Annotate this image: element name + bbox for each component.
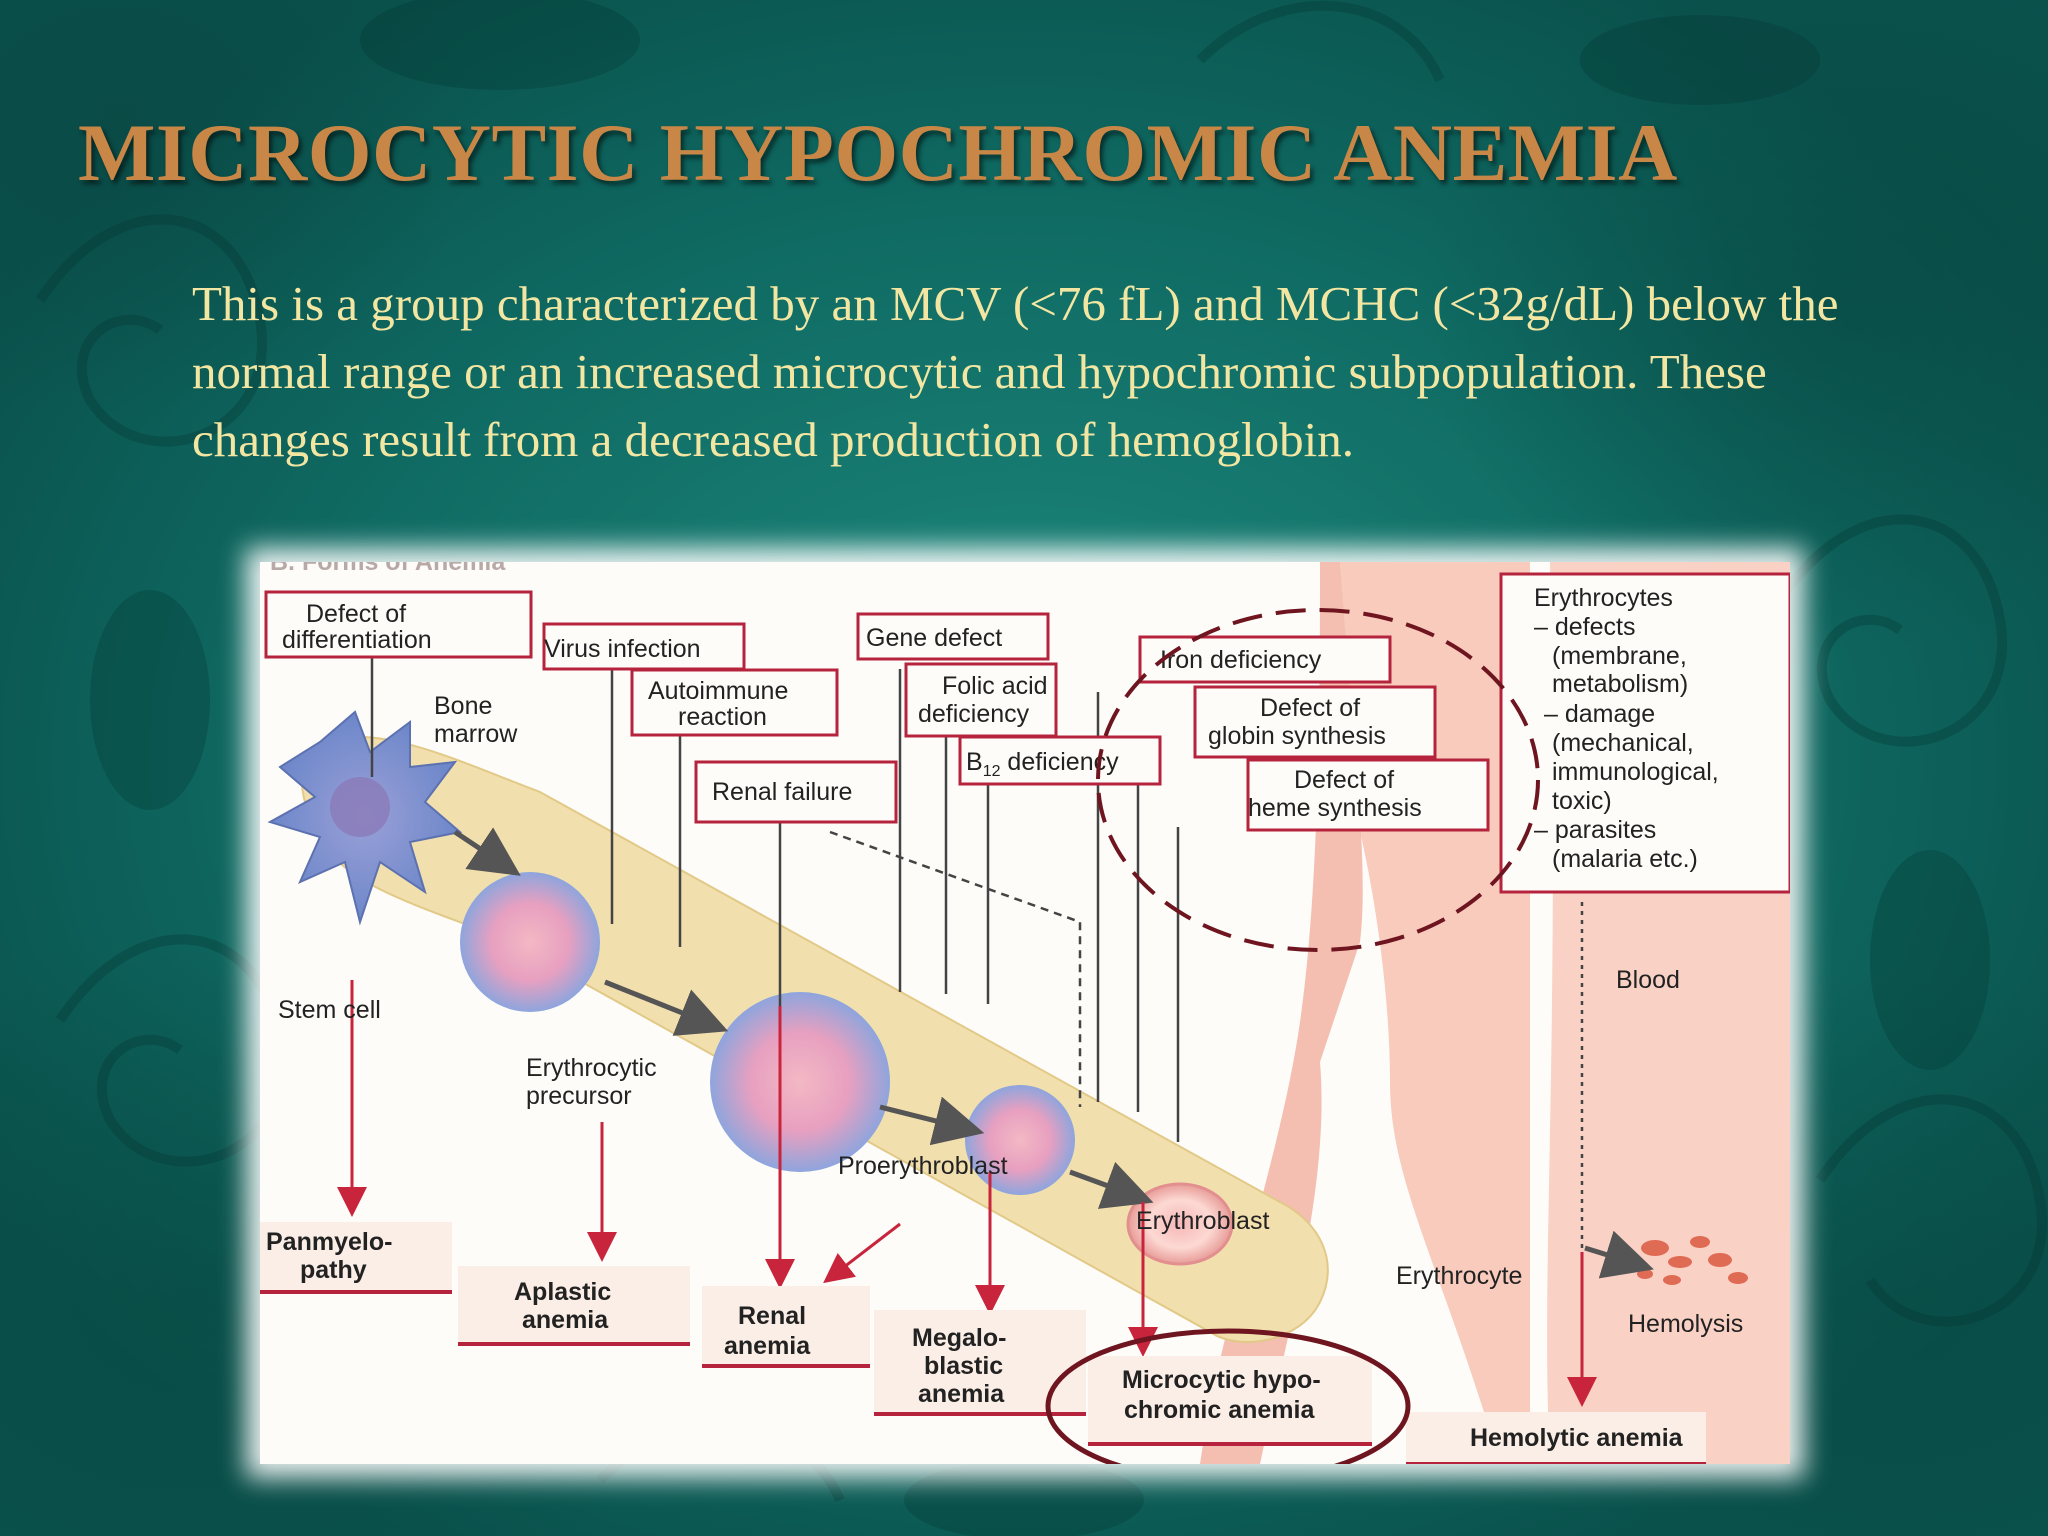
- outcome-arrows: [337, 980, 1597, 1407]
- erythrocytes-line6: (mechanical,: [1552, 729, 1694, 757]
- erythrocytic-precursor-line2: precursor: [526, 1082, 632, 1110]
- hemolytic-anemia-label: Hemolytic anemia: [1470, 1424, 1684, 1452]
- erythroblast-cell: [965, 1085, 1075, 1195]
- diagram-header-partial: B. Forms of Anemia: [270, 562, 506, 576]
- renal-anemia-line2: anemia: [724, 1332, 811, 1360]
- maturation-arrows: [453, 827, 1654, 1279]
- folic-acid-line1: Folic acid: [942, 672, 1048, 700]
- defect-differentiation-line1: Defect of: [306, 600, 406, 628]
- erythrocytic-precursor-line1: Erythrocytic: [526, 1054, 657, 1082]
- megaloblastic-line3: anemia: [918, 1380, 1005, 1408]
- erythrocytes-line8: toxic): [1552, 787, 1612, 815]
- box-iron-deficiency: [1138, 635, 1392, 684]
- box-gene-defect: [856, 612, 1050, 661]
- panmyelopathy-line1: Panmyelo-: [266, 1228, 392, 1256]
- outcome-box-panmyelopathy: [260, 1222, 452, 1292]
- erythrocyte-cell: [1126, 1182, 1234, 1266]
- microcytic-line1: Microcytic hypo-: [1122, 1366, 1321, 1394]
- renal-anemia-line1: Renal: [738, 1302, 806, 1330]
- bone-marrow-line1: Bone: [434, 692, 492, 720]
- renal-failure-label: Renal failure: [712, 778, 852, 806]
- hemolysis-label: Hemolysis: [1628, 1310, 1743, 1338]
- cause-boxes: [264, 572, 1790, 894]
- panmyelopathy-line2: pathy: [300, 1256, 367, 1284]
- box-heme-synthesis: [1246, 758, 1490, 832]
- stem-cell-nucleus: [330, 777, 390, 837]
- erythrocytic-precursor-cell: [460, 872, 600, 1012]
- stem-cell-label: Stem cell: [278, 996, 381, 1024]
- erythrocytes-line10: (malaria etc.): [1552, 845, 1698, 873]
- box-renal-failure: [694, 760, 898, 824]
- globin-synthesis-line1: Defect of: [1260, 694, 1360, 722]
- b12-prefix: B: [966, 748, 983, 776]
- erythrocytes-line5: – damage: [1544, 700, 1655, 728]
- iron-deficiency-label: Iron deficiency: [1160, 646, 1322, 674]
- autoimmune-line2: reaction: [678, 703, 767, 731]
- highlight-dashed-circle: [1096, 608, 1540, 952]
- erythrocytes-line2: – defects: [1534, 613, 1635, 641]
- microcytic-line2: chromic anemia: [1124, 1396, 1315, 1424]
- heme-synthesis-line1: Defect of: [1294, 766, 1394, 794]
- box-b12: [958, 735, 1162, 786]
- globin-synthesis-line2: globin synthesis: [1208, 722, 1386, 750]
- slide-title: MICROCYTIC HYPOCHROMIC ANEMIA: [78, 107, 1678, 198]
- outcome-box-renal: [702, 1286, 870, 1366]
- erythrocytes-line3: (membrane,: [1552, 642, 1687, 670]
- megaloblastic-line2: blastic: [924, 1352, 1003, 1380]
- box-globin-synthesis: [1193, 685, 1437, 759]
- erythrocytes-line9: – parasites: [1534, 816, 1656, 844]
- defect-differentiation-line2: differentiation: [282, 626, 432, 654]
- erythrocyte-label: Erythrocyte: [1396, 1262, 1522, 1290]
- outcome-box-hemolytic: [1406, 1412, 1706, 1464]
- box-defect-differentiation: [264, 590, 533, 659]
- box-erythrocyte-defects: [1499, 572, 1790, 894]
- proerythroblast-cell: [710, 992, 890, 1172]
- gene-defect-label: Gene defect: [866, 624, 1002, 652]
- aplastic-line1: Aplastic: [514, 1278, 611, 1306]
- erythrocytes-line1: Erythrocytes: [1534, 584, 1673, 612]
- bone-marrow-line2: marrow: [434, 720, 518, 748]
- outcome-box-microcytic: [1088, 1356, 1372, 1444]
- highlight-outcome-ellipse: [1045, 1328, 1411, 1464]
- anemia-forms-diagram: B. Forms of Anemia: [260, 562, 1790, 1464]
- outcome-box-aplastic: [458, 1266, 690, 1344]
- diagram-canvas: B. Forms of Anemia: [260, 562, 1790, 1464]
- box-autoimmune: [630, 668, 839, 737]
- virus-infection-label: Virus infection: [544, 635, 701, 663]
- erythrocytes-line4: metabolism): [1552, 670, 1688, 698]
- erythrocyte-defects-list: Erythrocytes – defects (membrane, metabo…: [1534, 584, 1719, 873]
- megaloblastic-line1: Megalo-: [912, 1324, 1006, 1352]
- erythrocytes-line7: immunological,: [1552, 758, 1719, 786]
- erythroblast-label: Erythroblast: [1136, 1207, 1269, 1235]
- aplastic-line2: anemia: [522, 1306, 609, 1334]
- proerythroblast-label: Proerythroblast: [838, 1152, 1008, 1180]
- slide-body-text: This is a group characterized by an MCV …: [192, 276, 1839, 467]
- blood-label: Blood: [1616, 966, 1680, 994]
- outcome-boxes: [260, 1222, 1706, 1464]
- autoimmune-line1: Autoimmune: [648, 677, 788, 705]
- folic-acid-line2: deficiency: [918, 700, 1030, 728]
- b12-subscript: 12: [983, 763, 1001, 780]
- heme-synthesis-line2: heme synthesis: [1248, 794, 1422, 822]
